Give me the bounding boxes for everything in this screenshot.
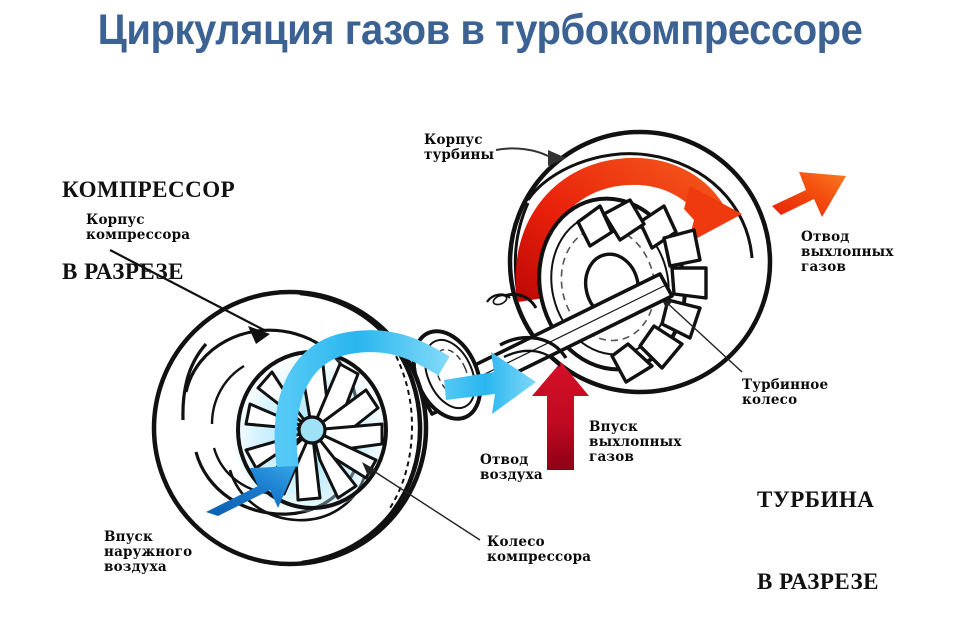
fresh-air-intake-arrow — [206, 466, 296, 516]
turbine-section-heading: ТУРБИНА В РАЗРЕЗЕ — [757, 432, 879, 629]
callout-leader-lines — [109, 147, 566, 344]
compressor-section-heading-line1: КОМПРЕССОР — [62, 177, 236, 203]
callout-exhaust-gas-outlet: Отвод выхлопных газов — [801, 229, 894, 276]
callout-compressor-wheel: Колесо компрессора — [487, 534, 592, 566]
callout-exhaust-gas-inlet: Впуск выхлопных газов — [589, 419, 682, 466]
exhaust-sweep-arrow — [515, 157, 742, 303]
callout-turbine-housing: Корпус турбины — [424, 132, 495, 164]
page-title: Циркуляция газов в турбокомпрессоре — [97, 6, 863, 54]
callout-fresh-air-inlet: Впуск наружного воздуха — [104, 529, 193, 576]
compressor-section-heading-line2: В РАЗРЕЗЕ — [62, 258, 185, 284]
callout-turbine-wheel: Турбинное колесо — [742, 377, 829, 409]
exhaust-outlet-arrow — [772, 172, 846, 217]
compressor-section-heading: КОМПРЕССОР В РАЗРЕЗЕ — [62, 122, 235, 339]
exhaust-intake-arrow — [532, 362, 589, 470]
callout-compressor-housing: Корпус компрессора — [86, 212, 191, 244]
compressed-air-outlet-arrow — [444, 352, 536, 414]
turbine-section-heading-line1: ТУРБИНА — [757, 487, 875, 513]
compressed-air-sweep-arrow — [274, 330, 450, 470]
callout-air-outlet: Отвод воздуха — [480, 452, 543, 484]
turbine-section-heading-line2: В РАЗРЕЗЕ — [757, 568, 880, 594]
